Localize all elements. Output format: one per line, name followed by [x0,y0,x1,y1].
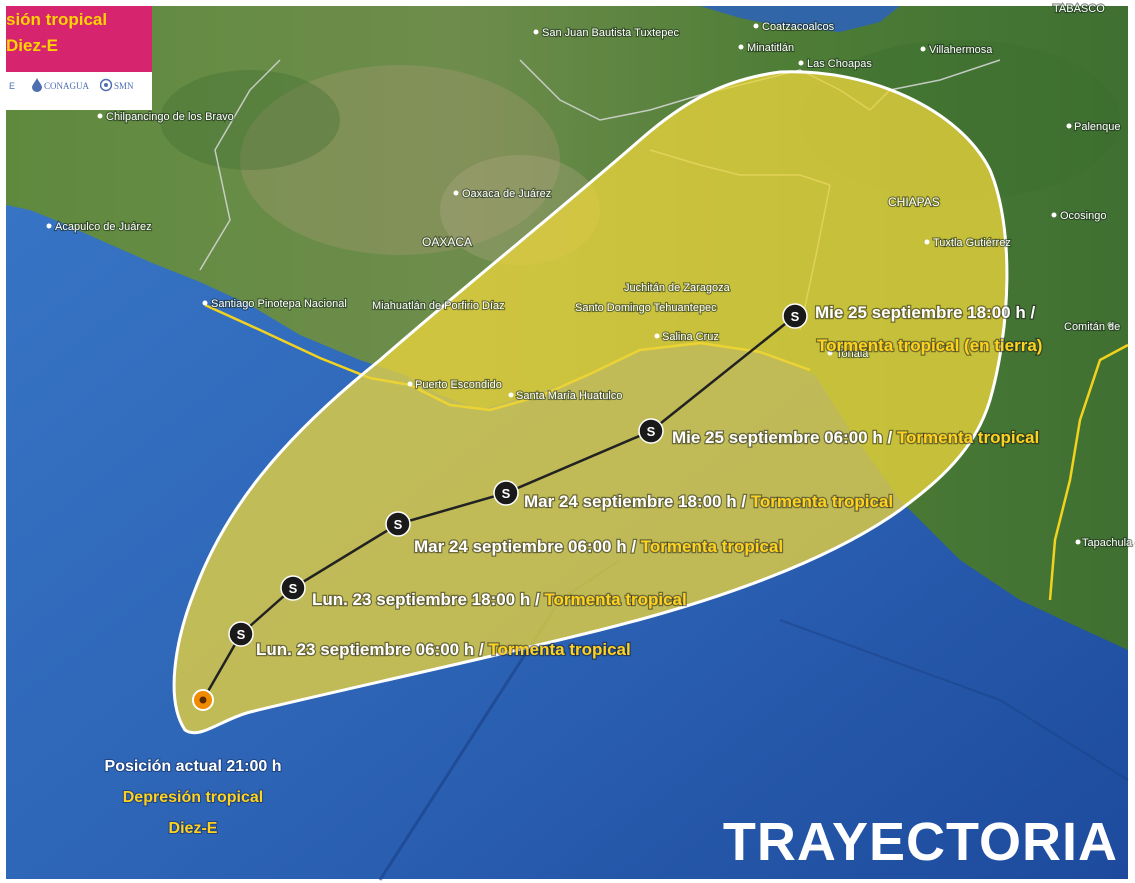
logo-left-text: E [9,81,16,91]
track-label-3: Mar 24 septiembre 06:00 h / Tormenta tro… [414,537,783,556]
place-label: Miahuatlán de Porfirio Díaz [372,300,505,312]
current-position-marker [192,689,214,711]
place-label: Acapulco de Juárez [55,221,152,233]
place-label: Oaxaca de Juárez [462,188,551,200]
place-label: Chilpancingo de los Bravo [106,111,234,123]
banner-storm-name: Diez-E [6,36,58,55]
country-border [1048,343,1129,601]
storm-marker: S [638,418,664,444]
place-label: Juchitán de Zaragoza [624,282,731,294]
current-storm-name: Diez-E [169,820,218,837]
place-label: Santa María Huatulco [516,390,622,402]
banner-title: sión tropical [6,10,108,29]
storm-marker: S [280,575,306,601]
place-label: Tapachula de [1082,537,1135,549]
place-label: Santiago Pinotepa Nacional [211,298,347,310]
track-label-6-status: Tormenta tropical (en tierra) [817,336,1042,355]
place-label: Las Choapas [807,58,872,70]
svg-text:S: S [394,517,403,532]
svg-text:S: S [791,309,800,324]
track-label-5: Mie 25 septiembre 06:00 h / Tormenta tro… [672,428,1039,447]
place-label: CHIAPAS [888,195,940,209]
place-label: TABASCO [1053,3,1105,15]
smn-logo-icon [100,78,112,92]
place-label: Palenque [1074,121,1121,133]
current-position-label: Posición actual 21:00 h [105,758,282,775]
conagua-drop-icon [32,78,42,92]
place-label: Tuxtla Gutiérrez [933,237,1011,249]
smn-logo: SMN [114,81,134,91]
banner: sión tropical Diez-E E CONAGUA SMN [6,6,152,110]
storm-marker: S [782,303,808,329]
place-label: San Juan Bautista Tuxtepec [542,27,679,39]
place-dots [46,23,1113,545]
storm-marker: S [385,511,411,537]
place-label: OAXACA [422,235,472,249]
svg-text:S: S [647,424,656,439]
svg-text:S: S [502,486,511,501]
storm-marker: S [493,480,519,506]
track-label-6-date: Mie 25 septiembre 18:00 h / [815,303,1035,322]
track-label-1: Lun. 23 septiembre 06:00 h / Tormenta tr… [256,640,631,659]
place-label: Minatitlán [747,42,794,54]
place-label: Santo Domingo Tehuantepec [575,302,717,314]
place-label: Puerto Escondido [415,379,502,391]
storm-marker: S [228,621,254,647]
map-title: TRAYECTORIA [723,812,1118,872]
current-status-label: Depresión tropical [123,789,263,806]
conagua-logo: CONAGUA [44,81,89,91]
svg-text:S: S [237,627,246,642]
place-label: Coatzacoalcos [762,21,835,33]
place-label: Villahermosa [929,44,993,56]
place-label: Comitán de [1064,321,1120,333]
svg-text:S: S [289,581,298,596]
track-label-4: Mar 24 septiembre 18:00 h / Tormenta tro… [524,492,893,511]
track-label-2: Lun. 23 septiembre 18:00 h / Tormenta tr… [312,590,687,609]
place-label: Tonalá [836,348,869,360]
logos-strip: E CONAGUA SMN [6,72,152,110]
place-label: Salina Cruz [662,331,719,343]
place-label: Ocosingo [1060,210,1106,222]
forecast-cone [172,70,1009,735]
